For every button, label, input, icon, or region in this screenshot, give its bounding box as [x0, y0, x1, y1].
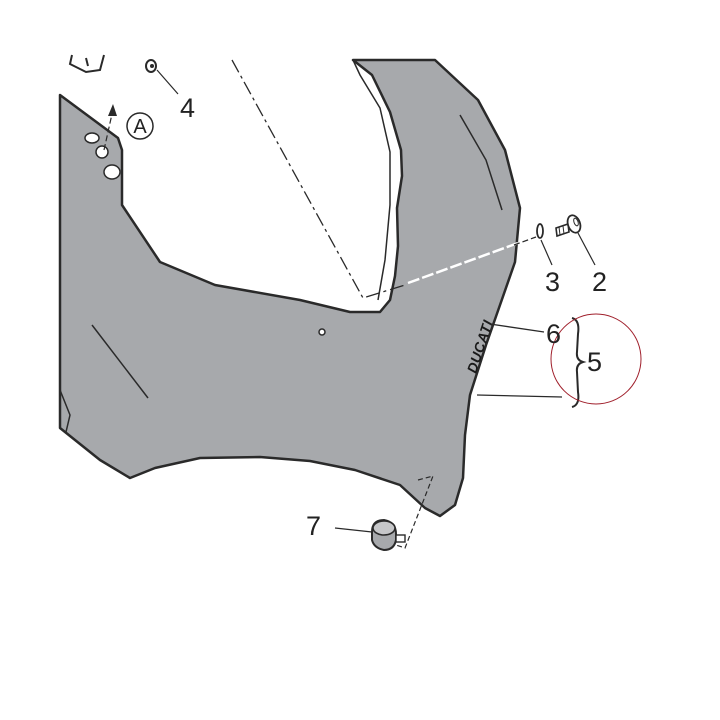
callout-label-5: 5	[587, 347, 602, 377]
fairing-crease	[91, 324, 149, 399]
leader-5	[476, 394, 563, 398]
callout-label-a: A	[133, 116, 147, 138]
fairing-rim-line	[459, 114, 503, 211]
callout-label-2: 2	[592, 267, 607, 297]
arrow-to-a	[103, 113, 113, 151]
mounting-holes	[84, 132, 326, 336]
leader-6	[489, 323, 545, 333]
fairing-lower-shade	[59, 389, 71, 433]
leader-3	[540, 239, 553, 266]
bracket-fragment	[68, 54, 105, 74]
screw-part-2	[555, 214, 582, 238]
grommet-part-7	[371, 518, 406, 552]
screw-axis-line	[407, 236, 533, 285]
callout-label-4: 4	[180, 93, 195, 123]
fairing-inner-edge	[352, 59, 391, 301]
callout-label-6: 6	[546, 319, 561, 349]
assembly-line-lower	[389, 475, 434, 549]
screw-axis-line-outer	[513, 236, 537, 246]
arrow-head-a	[108, 104, 117, 116]
brace-5	[571, 317, 587, 408]
fastener-part-4	[145, 59, 157, 73]
washer-part-3	[536, 223, 544, 239]
assembly-line-upper	[231, 59, 406, 299]
highlight-circle	[550, 313, 642, 405]
leader-4	[156, 69, 179, 95]
callout-label-7: 7	[306, 511, 321, 541]
fairing-panel	[58, 58, 522, 518]
callout-circle-a	[126, 112, 154, 140]
callout-label-3: 3	[545, 267, 560, 297]
leader-2	[577, 232, 596, 266]
leader-7	[334, 527, 373, 533]
